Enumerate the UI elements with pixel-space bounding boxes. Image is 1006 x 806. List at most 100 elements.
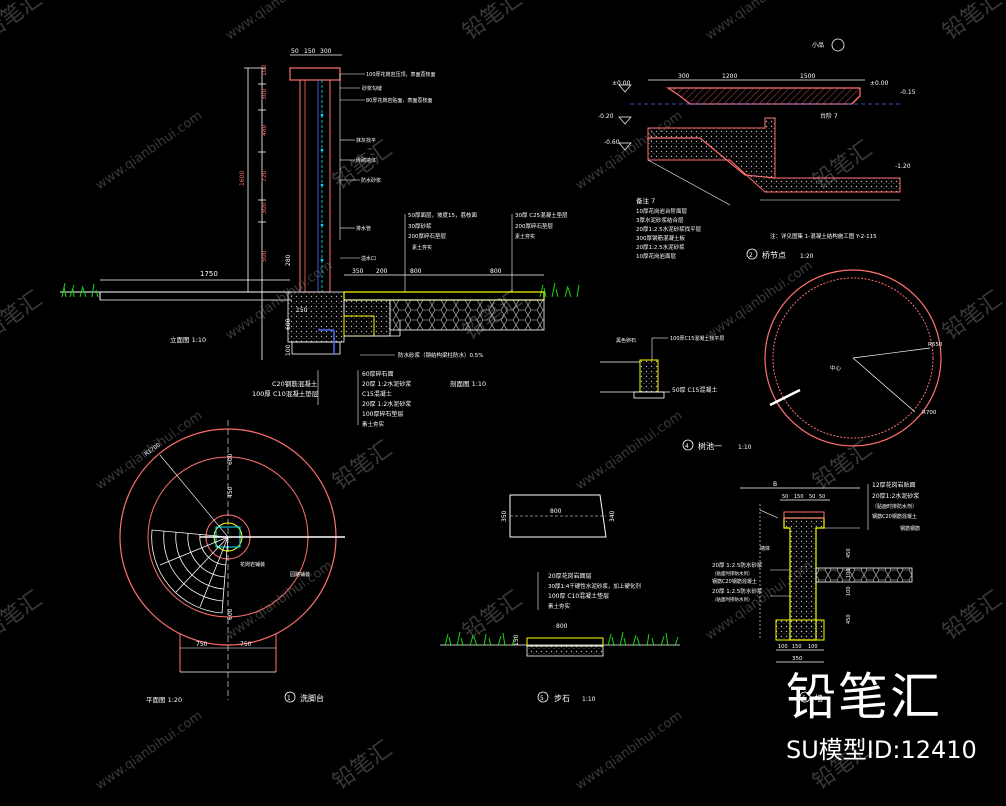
wall-dim-width: 350 <box>792 656 803 662</box>
watermark-tile: www.qianbihui.com <box>223 0 335 43</box>
dim-base-0: 350 <box>352 268 364 275</box>
washbasin-dim-bottom-1: 750 <box>240 641 252 648</box>
wall-caption-num: 6 <box>802 695 806 702</box>
callout-base-3: 素土夯实 <box>412 244 432 251</box>
circle-radius-label-2: R700 <box>922 410 937 416</box>
callout-base-6: 素土夯实 <box>515 233 535 240</box>
callout-base-2: 200厚碎石垫层 <box>408 232 446 240</box>
stone-scale: 1:10 <box>582 696 596 703</box>
dim-base-2: 800 <box>410 268 422 275</box>
bridge-dim-2: 1500 <box>800 73 815 80</box>
callout-base-5: 200厚碎石垫层 <box>515 222 553 230</box>
washbasin-plan: 750 750 R1700 600 450 600 花岗岩铺装 园路铺装 平面图… <box>119 420 345 704</box>
callout-bottom-4: 100厚碎石垫层 <box>362 410 403 418</box>
stone-top-dim: 800 <box>550 508 562 515</box>
stepping-stone: 800 350 340 20厚花岗岩面层 30厚1:4干硬性水泥砂浆，加上硬化剂… <box>440 494 680 703</box>
stone-callout-0: 20厚花岗岩面层 <box>548 572 592 580</box>
watermark-tile: www.qianbihui.com <box>93 708 205 793</box>
washbasin-dim-right-0: 600 <box>227 453 234 465</box>
dim-left-2: 480 <box>261 124 268 136</box>
dim-top-1: 150 <box>304 48 316 55</box>
dim-left-1: 300 <box>261 88 268 100</box>
watermark-tile: 铅笔汇 <box>0 0 47 45</box>
watermark-tile: www.qianbihui.com <box>573 708 685 793</box>
grass-stone <box>444 631 679 647</box>
watermark-tile: 铅笔汇 <box>458 0 526 45</box>
bridge-caption-num: 2 <box>749 252 753 259</box>
callout-bottom-1: 20厚 1:2水泥砂浆 <box>362 380 411 388</box>
elev-left-2: -0.20 <box>598 113 614 120</box>
circle-center-label: 中心 <box>830 364 842 372</box>
wall-dim-top-3: 50 <box>819 494 825 500</box>
outer-ring <box>764 269 942 447</box>
wall-callout-left-2: 钢筋C20钢筋混凝土 <box>712 578 757 585</box>
inner-ring <box>772 277 934 439</box>
dim-base-1: 200 <box>376 268 388 275</box>
bridge-deck <box>666 87 861 105</box>
washbasin-dim-right-1: 450 <box>227 486 234 498</box>
callout-right-0: 100厚花岗岩压顶，表面荔枝面 <box>366 71 436 78</box>
callout-lower-left-0: C20钢筋混凝土 <box>272 379 318 388</box>
elev-right-1: ±0.00 <box>870 80 889 87</box>
callout-lower-left-1: 100厚 C10混凝土垫层 <box>252 389 319 398</box>
dim-bottom-left: 1750 <box>200 270 218 278</box>
watermark-tile: www.qianbihui.com <box>93 108 205 193</box>
callout-base-1: 30厚砂浆 <box>408 222 432 230</box>
callout-base-4: 30厚 C25混凝土垫层 <box>515 211 568 219</box>
dim-vert-1: 600 <box>285 318 292 330</box>
dim-top-2: 300 <box>320 48 332 55</box>
gravel-layer <box>389 299 545 331</box>
wall-callout-left-1: （贴面时掺防水剂） <box>712 570 753 577</box>
callout-right-5: 防水砂浆 <box>361 177 381 184</box>
watermark-tile: 铅笔汇 <box>0 587 47 645</box>
stone-caption-num: 5 <box>540 695 544 702</box>
wall-beam <box>815 567 913 583</box>
wall-callout-right-2: （贴面时掺防水剂） <box>872 503 917 510</box>
wall-caption: 墙 <box>815 693 823 703</box>
dim-vert-2: 100 <box>285 344 292 356</box>
slope-note: 防水砂浆（钢结构梁柱防水）0.5% <box>398 351 483 359</box>
elevation-title: 立面图 1:10 <box>170 335 206 344</box>
circle-radius-label: R650 <box>928 342 943 348</box>
watermark-tile: www.qianbihui.com <box>223 558 335 643</box>
washbasin-label-0: 花岗岩铺装 <box>240 561 265 568</box>
watermark-tile: 铅笔汇 <box>328 737 396 795</box>
wall-callout-left-0: 20厚 1:2.5防水砂浆 <box>712 561 763 569</box>
callout-base-0: 50厚面层，坡度15，荔枝面 <box>408 211 477 219</box>
pool-detail: 黑色卵石 100厚C15混凝土找平层 50厚 C15混凝土 4 树池一 1:10 <box>600 335 752 451</box>
pool-caption-num: 4 <box>685 443 689 450</box>
watermark-tile: www.qianbihui.com <box>573 408 685 493</box>
bridge-tag: 小品 <box>812 41 824 49</box>
bridge-step-label: 台阶 7 <box>820 112 838 120</box>
bridge-dim-1: 1200 <box>722 73 737 80</box>
wall-center-label: 墙体 <box>760 545 770 552</box>
callout-bottom-0: 60厚碎石面 <box>362 370 394 378</box>
dim-top-0: 50 <box>291 48 299 55</box>
elevation-detail: 100 300 480 720 300 500 1600 50 150 300 … <box>60 48 580 428</box>
bridge-notes-title: 备注 7 <box>636 196 655 205</box>
callout-right-1: 砂浆勾缝 <box>362 85 382 92</box>
wall-callout-left-3: 20厚 1:2.5防水砂浆 <box>712 587 763 595</box>
bridge-scale: 1:20 <box>800 253 814 260</box>
washbasin-caption: 洗脚台 <box>300 693 324 703</box>
wall-dim-bottom-2: 100 <box>808 644 818 650</box>
dim-vert-3: 280 <box>285 254 292 266</box>
elev-left-3: -0.60 <box>604 139 620 146</box>
wall-dim-bottom-0: 100 <box>778 644 788 650</box>
callout-right-7: 溢水口 <box>361 255 376 262</box>
pool-curb <box>639 359 659 393</box>
watermark-brand: 铅笔汇 <box>786 668 942 726</box>
washbasin-dim-right-2: 600 <box>227 608 234 620</box>
elev-right-2: -0.15 <box>900 89 916 96</box>
wall-dim-right-1: 100 <box>846 568 852 578</box>
bridge-dim-0: 300 <box>678 73 690 80</box>
callout-bottom-2: C15混凝土 <box>362 390 392 398</box>
stone-section-side: 150 <box>513 634 520 646</box>
watermark-tile: 铅笔汇 <box>328 437 396 495</box>
wall-coping <box>289 67 341 81</box>
dim-left-5: 500 <box>261 250 268 262</box>
watermark-tile: www.qianbihui.com <box>703 0 815 43</box>
stone-callout-1: 30厚1:4干硬性水泥砂浆，加上硬化剂 <box>548 582 641 590</box>
wall-callout-right-1: 20厚1:2水泥砂浆 <box>872 492 919 500</box>
